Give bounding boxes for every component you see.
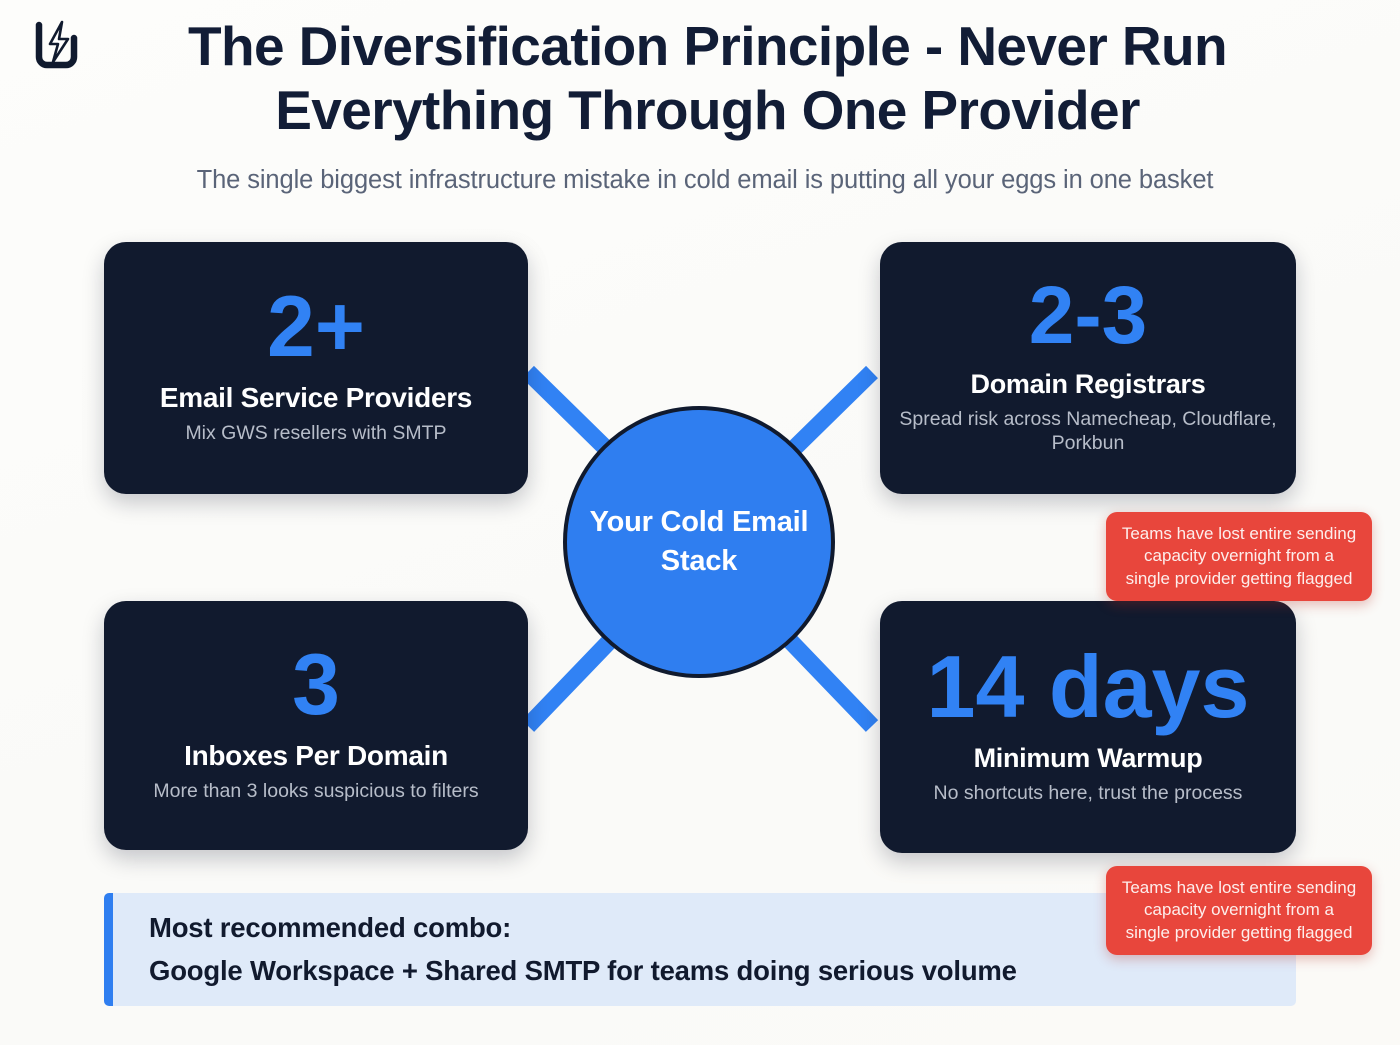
stat-description: Mix GWS resellers with SMTP: [185, 422, 447, 445]
stat-caption: Email Service Providers: [159, 382, 473, 414]
stat-number: 2+: [266, 279, 366, 376]
stat-card-email-service-providers: 2+ Email Service Providers Mix GWS resel…: [104, 242, 528, 494]
recommendation-detail: Google Workspace + Shared SMTP for teams…: [149, 954, 1017, 986]
center-hub-label: Your Cold Email Stack: [589, 506, 809, 577]
warning-badge-bottom: Teams have lost entire sending capacity …: [1106, 866, 1372, 956]
page-title: The Diversification Principle - Never Ru…: [187, 15, 1228, 142]
stat-number: 2-3: [1028, 270, 1148, 362]
stat-caption: Inboxes Per Domain: [184, 739, 448, 771]
stat-card-inboxes-per-domain: 3 Inboxes Per Domain More than 3 looks s…: [104, 601, 528, 850]
stat-caption: Minimum Warmup: [973, 742, 1203, 773]
stat-number: 3: [292, 636, 340, 733]
page-subtitle: The single biggest infrastructure mistak…: [196, 166, 1214, 194]
stat-card-minimum-warmup: 14 days Minimum Warmup No shortcuts here…: [880, 601, 1296, 853]
stat-number: 14 days: [926, 636, 1250, 736]
stat-description: Spread risk across Namecheap, Cloudflare…: [899, 408, 1277, 454]
recommendation-heading: Most recommended combo:: [149, 911, 512, 943]
stat-card-domain-registrars: 2-3 Domain Registrars Spread risk across…: [880, 242, 1296, 494]
recommendation-panel: Most recommended combo: Google Workspace…: [104, 893, 1296, 1006]
bracket-lightning-logo-icon: [26, 16, 84, 74]
stat-caption: Domain Registrars: [970, 369, 1206, 400]
center-hub: Your Cold Email Stack: [563, 406, 835, 678]
stat-description: No shortcuts here, trust the process: [933, 781, 1243, 804]
stat-description: More than 3 looks suspicious to filters: [153, 779, 479, 802]
warning-badge-top: Teams have lost entire sending capacity …: [1106, 512, 1372, 602]
